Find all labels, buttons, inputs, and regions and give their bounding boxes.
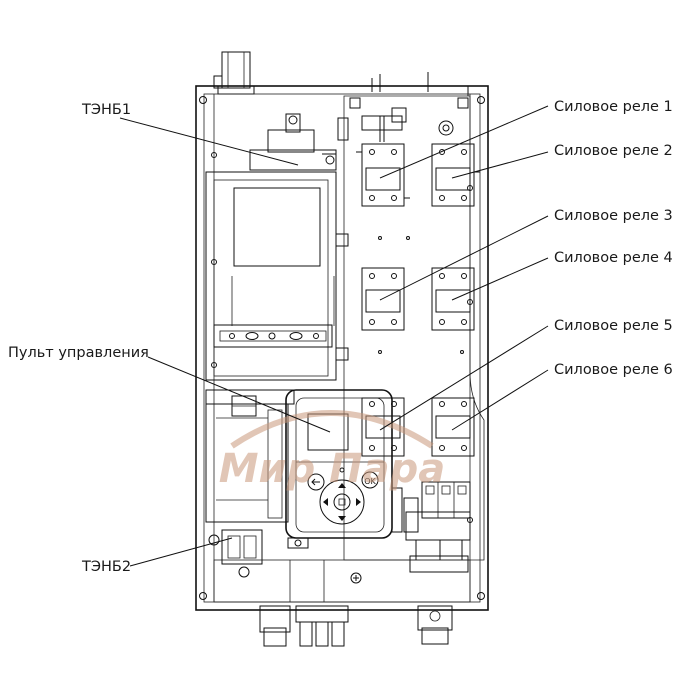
lower-left-heater-block [205,389,295,523]
relay-3 [361,267,405,331]
back-button[interactable] [307,473,325,491]
callout-lines [119,105,549,567]
label-heater-2: ТЭНБ2 [81,559,131,575]
cable-glands [259,605,453,647]
heater-1-assembly [249,113,349,171]
label-relay-4: Силовое реле 4 [554,250,673,266]
top-fittings-right [371,72,469,96]
ok-button-label: OK [364,477,376,486]
control-panel: OK [285,389,419,539]
label-relay-5: Силовое реле 5 [554,318,673,334]
label-control-panel: Пульт управления [8,345,149,361]
relay-4 [431,267,475,331]
label-relay-2: Силовое реле 2 [554,143,673,159]
ok-button[interactable] [361,471,379,489]
relay-2 [431,143,480,207]
top-pipe-left [213,51,255,95]
watermark: Мир Пара [219,410,445,492]
label-relay-6: Силовое реле 6 [554,362,673,378]
breaker-block [405,481,471,573]
label-heater-1: ТЭНБ1 [81,102,131,118]
left-module [205,171,349,381]
relay-1 [356,143,410,207]
label-relay-1: Силовое реле 1 [554,99,673,115]
heater-2-assembly [208,529,309,578]
label-relay-3: Силовое реле 3 [554,208,673,224]
relay-6 [431,397,475,457]
bottom-area [213,559,471,603]
navigation-pad[interactable] [319,479,365,525]
watermark-text: Мир Пара [219,446,445,492]
